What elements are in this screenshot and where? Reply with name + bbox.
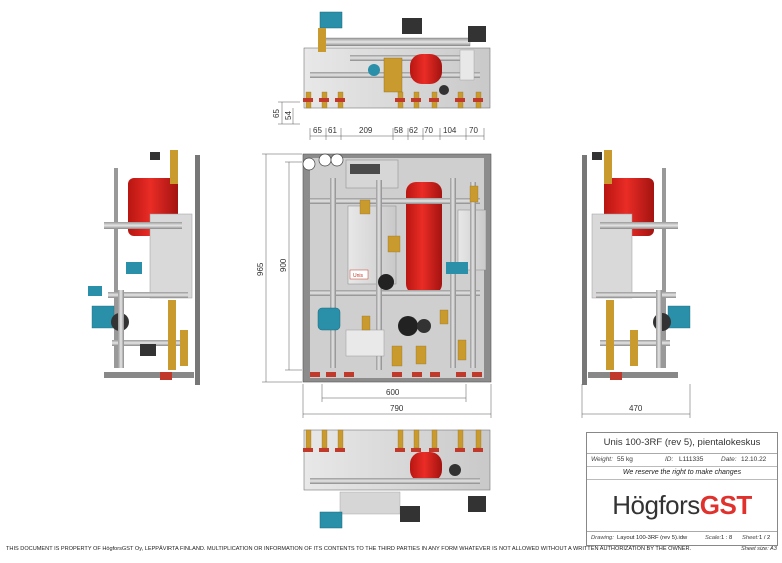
scale-value: 1 : 8 [721, 535, 733, 541]
info-row: Weight: 55 kg ID: L111335 Date: 12.10.22 [587, 454, 777, 467]
dim-front-width-total: 790 [390, 404, 404, 413]
dim-spacing: 209 [359, 126, 373, 135]
change-notice: We reserve the right to make changes [587, 467, 777, 480]
actuator-icon [319, 11, 343, 29]
right-side-view [582, 150, 691, 385]
side-dimensions [581, 384, 691, 418]
weight-label: Weight: [591, 456, 613, 463]
expansion-tank [406, 182, 442, 294]
left-side-view [88, 150, 200, 385]
sheet-label: Sheet: [742, 535, 759, 541]
dim-side-depth: 470 [629, 404, 643, 413]
dim-spacing: 62 [409, 126, 418, 135]
front-view: Unis [302, 153, 492, 383]
dim-front-height-total: 965 [256, 262, 265, 276]
dim-spacing: 58 [394, 126, 403, 135]
drawing-label: Drawing: [591, 535, 614, 541]
dim-front-width-inner: 600 [386, 388, 400, 397]
dim-top-height-a: 65 [272, 109, 281, 118]
drawing-file: Layout 100-3RF (rev 5).idw [617, 535, 688, 541]
scale-label: Scale: [705, 535, 722, 541]
weight-value: 55 kg [617, 456, 633, 463]
drawing-info-row: Drawing: Layout 100-3RF (rev 5).idw Scal… [587, 531, 777, 545]
dim-spacing: 61 [328, 126, 337, 135]
front-dimensions [262, 153, 492, 418]
sheet-value: 1 / 2 [759, 535, 771, 541]
sheet-size: Sheet size: A3 [741, 546, 777, 552]
date-label: Date: [721, 456, 737, 463]
dim-spacing: 65 [313, 126, 322, 135]
logo-text-hogfors: Högfors [612, 489, 700, 520]
id-label: ID: [665, 456, 674, 463]
drawing-title: Unis 100-3RF (rev 5), pientalokeskus [587, 433, 777, 454]
date-value: 12.10.22 [741, 456, 767, 463]
expansion-tank-top [410, 54, 442, 84]
expansion-tank-bottom [410, 452, 442, 482]
ownership-notice: THIS DOCUMENT IS PROPERTY OF HögforsGST … [6, 546, 692, 552]
unis-badge: Unis [353, 273, 364, 279]
dim-spacing: 70 [469, 126, 478, 135]
logo-text-gst: GST [699, 489, 752, 520]
top-view [303, 11, 491, 109]
title-block: Unis 100-3RF (rev 5), pientalokeskus Wei… [586, 432, 778, 546]
top-dimensions [278, 101, 485, 140]
pressure-gauge-icon [302, 153, 344, 171]
dim-top-height-b: 54 [284, 111, 293, 120]
id-value: L111335 [679, 456, 704, 463]
dim-front-height-inner: 900 [279, 258, 288, 272]
dim-spacing: 70 [424, 126, 433, 135]
pump-icon [317, 307, 341, 331]
bottom-view [303, 429, 491, 529]
dim-spacing: 104 [443, 126, 457, 135]
